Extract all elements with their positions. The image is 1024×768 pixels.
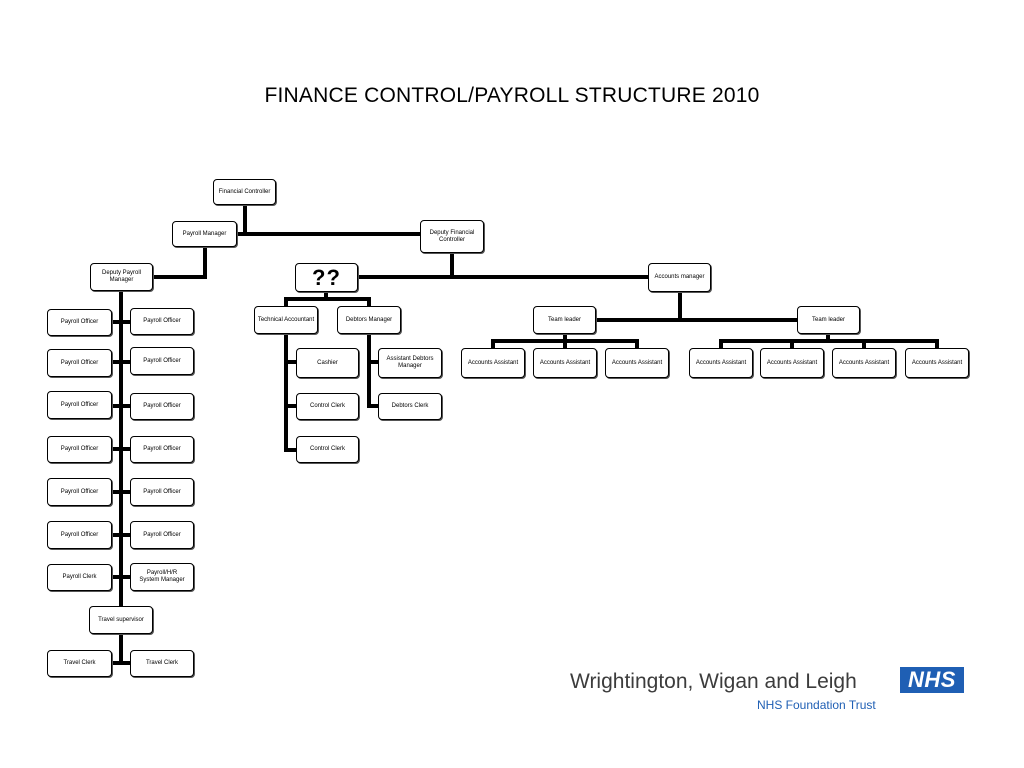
connector bbox=[110, 320, 132, 579]
accounts-assistant-box: Accounts Assistant bbox=[760, 348, 824, 378]
payroll-officer-box: Payroll Officer bbox=[130, 308, 194, 335]
team-leader-box: Team leader bbox=[533, 306, 596, 334]
payroll-officer-box: Payroll Officer bbox=[47, 309, 112, 336]
accounts-assistant-box: Accounts Assistant bbox=[605, 348, 669, 378]
payroll-officer-box: Payroll Officer bbox=[130, 521, 194, 549]
trust-name: Wrightington, Wigan and Leigh bbox=[570, 670, 857, 693]
payroll-officer-box: Payroll Officer bbox=[130, 478, 194, 506]
deputy-payroll-manager-box: Deputy Payroll Manager bbox=[90, 263, 153, 291]
financial-controller-box: Financial Controller bbox=[213, 179, 276, 205]
accounts-manager-box: Accounts manager bbox=[648, 263, 711, 292]
accounts-assistant-box: Accounts Assistant bbox=[533, 348, 597, 378]
chart-title: FINANCE CONTROL/PAYROLL STRUCTURE 2010 bbox=[264, 84, 760, 107]
deputy-financial-controller-box: Deputy Financial Controller bbox=[420, 220, 484, 253]
connector bbox=[235, 203, 422, 236]
control-clerk-box: Control Clerk bbox=[296, 436, 359, 463]
trust-subtitle: NHS Foundation Trust bbox=[757, 698, 876, 712]
unknown-role-box: ?? bbox=[295, 263, 358, 292]
cashier-box: Cashier bbox=[296, 348, 359, 378]
payroll-officer-box: Payroll Officer bbox=[47, 349, 112, 377]
payroll-clerk-box: Payroll Clerk bbox=[47, 564, 112, 591]
payroll-officer-box: Payroll Officer bbox=[47, 391, 112, 419]
connector bbox=[367, 331, 380, 408]
connector bbox=[150, 245, 207, 279]
payroll-hr-system-manager-box: Payroll/H/R System Manager bbox=[130, 563, 194, 591]
debtors-clerk-box: Debtors Clerk bbox=[378, 393, 442, 420]
connector bbox=[357, 251, 650, 279]
technical-accountant-box: Technical Accountant bbox=[254, 306, 318, 334]
accounts-assistant-box: Accounts Assistant bbox=[905, 348, 969, 378]
travel-supervisor-box: Travel supervisor bbox=[89, 606, 153, 634]
travel-clerk-box: Travel Clerk bbox=[130, 650, 194, 677]
payroll-officer-box: Payroll Officer bbox=[47, 478, 112, 506]
control-clerk-box: Control Clerk bbox=[296, 393, 359, 420]
payroll-officer-box: Payroll Officer bbox=[130, 393, 194, 420]
accounts-assistant-box: Accounts Assistant bbox=[832, 348, 896, 378]
debtors-manager-box: Debtors Manager bbox=[337, 306, 401, 334]
payroll-officer-box: Payroll Officer bbox=[47, 521, 112, 549]
payroll-officer-box: Payroll Officer bbox=[130, 347, 194, 375]
connector bbox=[284, 290, 371, 308]
accounts-assistant-box: Accounts Assistant bbox=[689, 348, 753, 378]
payroll-officer-box: Payroll Officer bbox=[130, 436, 194, 463]
team-leader-box: Team leader bbox=[797, 306, 860, 334]
payroll-manager-box: Payroll Manager bbox=[172, 221, 237, 247]
connector bbox=[594, 290, 799, 322]
nhs-logo-text: NHS bbox=[908, 667, 956, 692]
payroll-officer-box: Payroll Officer bbox=[47, 436, 112, 463]
travel-clerk-box: Travel Clerk bbox=[47, 650, 112, 677]
connector bbox=[110, 632, 132, 665]
connector bbox=[719, 332, 939, 350]
assistant-debtors-manager-box: Assistant Debtors Manager bbox=[378, 348, 442, 378]
nhs-logo-icon bbox=[900, 667, 964, 693]
accounts-assistant-box: Accounts Assistant bbox=[461, 348, 525, 378]
connector bbox=[491, 332, 639, 350]
connector bbox=[284, 331, 298, 452]
